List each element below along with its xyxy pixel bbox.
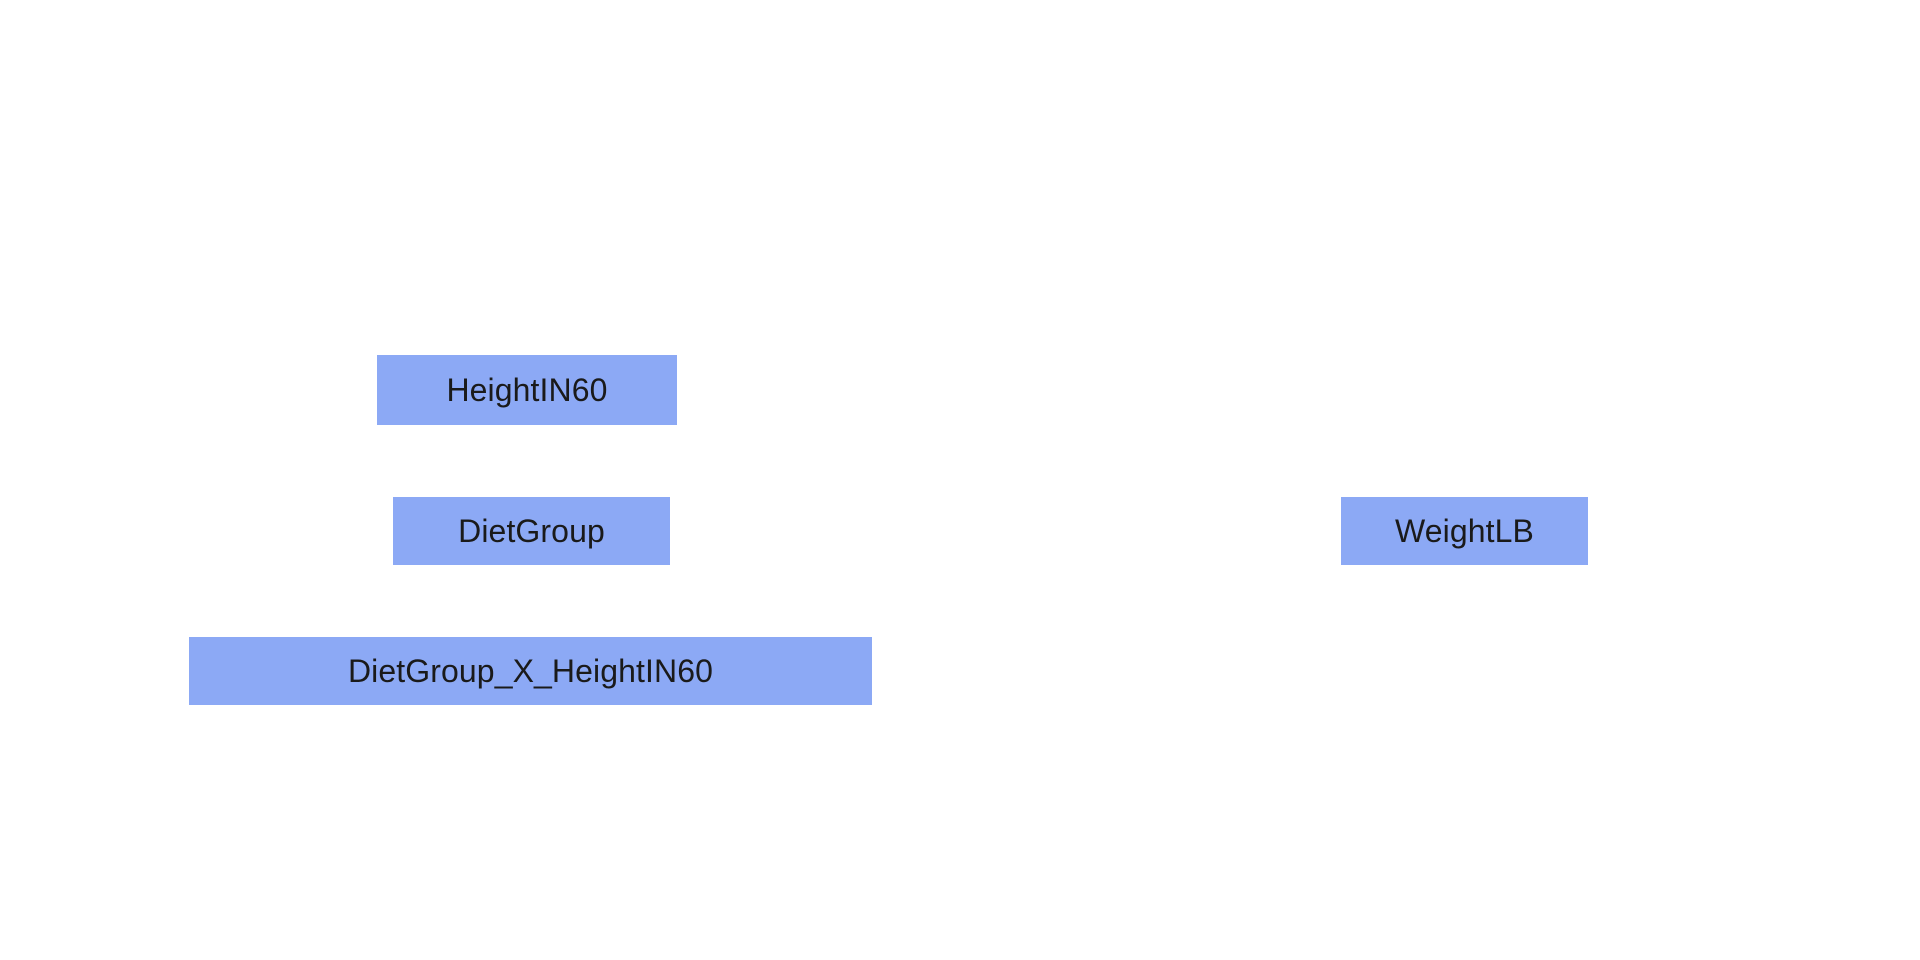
node-heightin60-label: HeightIN60 bbox=[446, 372, 608, 408]
node-dietgroup-x-heightin60[interactable]: DietGroup_X_HeightIN60 bbox=[189, 637, 872, 705]
node-weightlb[interactable]: WeightLB bbox=[1341, 497, 1588, 565]
node-dietgroup[interactable]: DietGroup bbox=[393, 497, 670, 565]
node-dietgroup-label: DietGroup bbox=[458, 513, 605, 549]
node-weightlb-label: WeightLB bbox=[1395, 513, 1534, 549]
node-dietgroup-x-heightin60-label: DietGroup_X_HeightIN60 bbox=[347, 653, 714, 689]
node-heightin60[interactable]: HeightIN60 bbox=[377, 355, 677, 425]
